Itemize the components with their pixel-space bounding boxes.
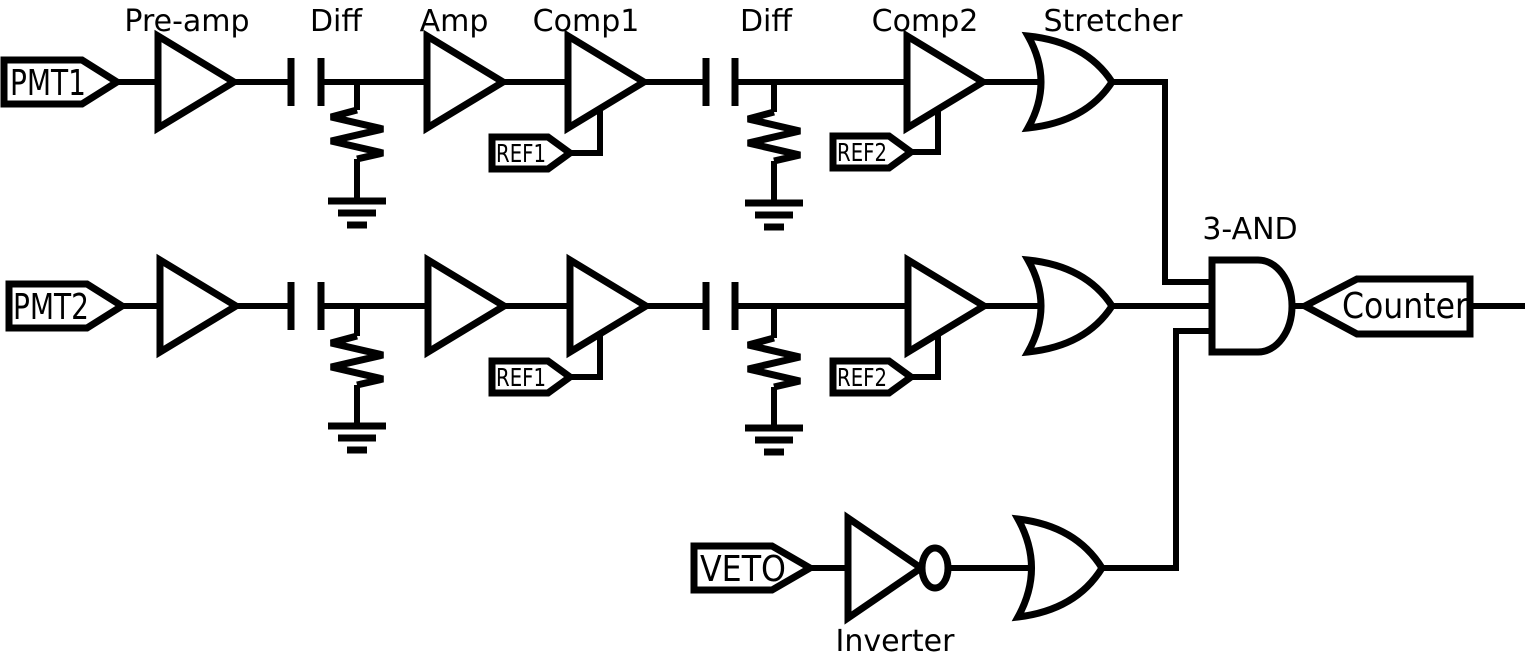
resistor-icon [330,106,384,163]
wire-ref1-mid-to-comp1b [570,330,603,380]
label-diff-1: Diff [310,4,363,39]
resistor-icon [747,334,801,391]
ground-icon [328,422,386,454]
row1-gates [154,29,1117,135]
resistor-icon [747,108,801,165]
label-diff-2: Diff [740,4,793,39]
counter-tag-text: Counter [1342,286,1468,327]
label-3-and: 3-AND [1202,212,1297,247]
wire-ref1-top-to-comp1 [570,104,603,156]
ground-icon [745,199,803,231]
comp2b-triangle-icon [904,253,991,359]
diff-network-3 [287,282,386,454]
ref1-top-tag [488,133,576,173]
comp2-triangle-icon [903,29,990,135]
wire-or3-to-and [1102,328,1212,571]
comp1b-triangle-icon [566,253,653,359]
ref2-top-tag-text: REF2 [837,138,887,167]
diff-network-4 [702,282,803,456]
and-gate-icon [1208,256,1296,356]
wire-ref2-top-to-comp2 [911,104,941,155]
ref1-mid-tag [488,357,576,397]
pmt2-tag-text: PMT2 [13,287,89,328]
ref1-mid-tag-text: REF1 [496,363,546,392]
pmt1-tag-text: PMT1 [10,63,86,104]
label-comp1: Comp1 [533,4,640,39]
pmt1-input-tag [0,56,124,108]
preamp2-triangle-icon [156,253,243,359]
label-amp: Amp [420,4,489,39]
inverter-triangle-icon [844,511,928,625]
stretcher2-or-gate-icon [1021,255,1117,357]
label-comp2: Comp2 [872,4,979,39]
veto-or-gate-icon [1011,514,1107,622]
row2-gates [156,253,1117,359]
ground-icon [328,197,386,229]
label-inverter: Inverter [836,624,956,655]
ref1-top-tag-text: REF1 [496,139,546,168]
row3-gates [844,511,1107,625]
diff-network-1 [287,58,386,229]
amp-triangle-icon [423,29,510,135]
diff-network-2 [702,58,803,231]
ground-icon [745,424,803,456]
counter-output-tag [1297,275,1474,338]
wire-stretcher1-to-and [1112,79,1212,285]
ref2-mid-tag-text: REF2 [837,363,887,392]
label-stretcher: Stretcher [1044,4,1184,39]
stretcher1-or-gate-icon [1021,31,1117,133]
preamp-triangle-icon [154,29,241,135]
comp1-triangle-icon [564,29,651,135]
wires-row1 [111,79,1212,285]
ref2-top-tag [829,132,917,172]
label-preamp: Pre-amp [124,4,249,39]
amp2-triangle-icon [424,253,511,359]
ref2-mid-tag [829,357,917,397]
pmt2-input-tag [5,280,129,332]
inverter-bubble-icon [918,544,952,592]
veto-input-tag [690,542,817,594]
wire-ref2-mid-to-comp2b [911,330,941,380]
veto-tag-text: VETO [700,549,786,590]
resistor-icon [330,332,384,389]
